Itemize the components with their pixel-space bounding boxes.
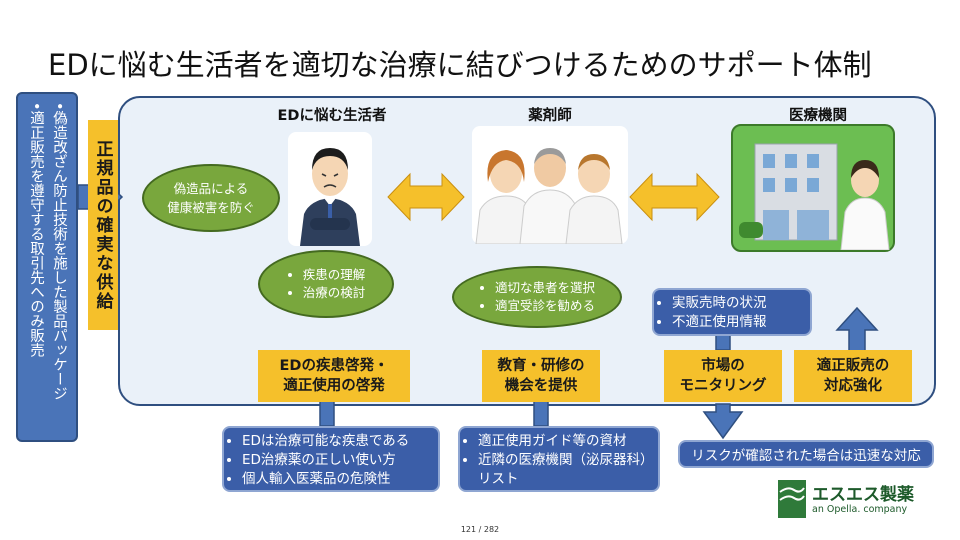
supply-measure-item: •​適正販売を遵守する取引先へのみ販売 bbox=[28, 102, 44, 358]
awareness-content-item: 個人輸入医薬品の危険性 bbox=[242, 470, 438, 489]
market-info-item: 不適正使用情報 bbox=[672, 313, 810, 332]
education-content-item: 適正使用ガイド等の資材 bbox=[478, 432, 658, 451]
awareness-content-box: EDは治療可能な疾患である ED治療薬の正しい使い方 個人輸入医薬品の危険性 bbox=[222, 426, 440, 492]
education-line: 機会を提供 bbox=[504, 378, 578, 394]
education-content-item: 近隣の医療機関（泌尿器科）リスト bbox=[478, 451, 658, 489]
counterfeit-line: 偽造品による bbox=[173, 181, 249, 196]
page-title: EDに悩む生活者を適切な治療に結びつけるためのサポート体制 bbox=[48, 48, 872, 82]
hospital-illustration bbox=[731, 124, 895, 252]
education-content-box: 適正使用ガイド等の資材 近隣の医療機関（泌尿器科）リスト bbox=[458, 426, 660, 492]
consumer-illustration bbox=[288, 132, 372, 246]
supply-measures-box: •​偽造改ざん防止技術を施した製品パッケージ •​適正販売を遵守する取引先へのみ… bbox=[16, 92, 78, 442]
logo-name: エスエス製薬 bbox=[812, 485, 914, 505]
market-info-box: 実販売時の状況 不適正使用情報 bbox=[652, 288, 812, 336]
oval-item: 適宜受診を勧める bbox=[495, 297, 595, 315]
hospital-icon bbox=[739, 143, 890, 251]
consumer-pharmacist-arrow bbox=[387, 172, 465, 222]
supply-measure-item: •​偽造改ざん防止技術を施した製品パッケージ bbox=[51, 102, 67, 401]
oval-item: 適切な患者を選択 bbox=[495, 279, 595, 297]
page-number: 121 / 282 bbox=[460, 525, 500, 534]
strengthen-line: 適正販売の bbox=[816, 358, 890, 374]
strengthen-up-arrow bbox=[835, 306, 879, 353]
pharmacist-medical-arrow bbox=[629, 172, 720, 222]
header-pharmacist: 薬剤師 bbox=[528, 108, 572, 124]
company-logo: エスエス製薬 an Opella. company bbox=[778, 480, 928, 520]
header-medical: 医療機関 bbox=[789, 108, 847, 124]
header-consumer: EDに悩む生活者 bbox=[277, 108, 387, 124]
education-activity-box: 教育・研修の機会を提供 bbox=[482, 350, 600, 402]
strengthen-activity-box: 適正販売の対応強化 bbox=[794, 350, 912, 402]
pharmacist-role-oval: 適切な患者を選択 適宜受診を勧める bbox=[452, 266, 622, 328]
monitoring-line: 市場の bbox=[701, 358, 745, 374]
risk-response-box: リスクが確認された場合は迅速な対応 bbox=[678, 440, 934, 468]
monitoring-activity-box: 市場のモニタリング bbox=[664, 350, 782, 402]
strengthen-line: 対応強化 bbox=[824, 378, 882, 394]
genuine-supply-label: 正規品の確実な供給 bbox=[88, 120, 118, 330]
supply-measure-text: 適正販売を遵守する取引先へのみ販売 bbox=[28, 110, 44, 358]
counterfeit-line: 健康被害を防ぐ bbox=[167, 200, 255, 215]
counterfeit-prevention-oval: 偽造品による 健康被害を防ぐ bbox=[142, 164, 280, 232]
market-info-item: 実販売時の状況 bbox=[672, 294, 810, 313]
troubled-man-icon bbox=[300, 148, 360, 246]
awareness-activity-box: EDの疾患啓発・適正使用の啓発 bbox=[258, 350, 410, 402]
supply-measure-text: 偽造改ざん防止技術を施した製品パッケージ bbox=[51, 110, 67, 401]
oval-item: 疾患の理解 bbox=[303, 266, 366, 284]
awareness-line: 適正使用の啓発 bbox=[283, 378, 385, 394]
awareness-content-item: ED治療薬の正しい使い方 bbox=[242, 451, 438, 470]
oval-item: 治療の検討 bbox=[303, 284, 366, 302]
logo-subtitle: an Opella. company bbox=[812, 504, 908, 515]
awareness-content-item: EDは治療可能な疾患である bbox=[242, 432, 438, 451]
pharmacists-illustration bbox=[472, 126, 628, 245]
monitoring-line: モニタリング bbox=[679, 378, 767, 394]
consumer-understanding-oval: 疾患の理解 治療の検討 bbox=[258, 250, 394, 318]
monitoring-down-arrow bbox=[702, 403, 744, 440]
pharmacists-icon bbox=[475, 148, 623, 245]
risk-response-text: リスクが確認された場合は迅速な対応 bbox=[691, 448, 921, 464]
awareness-line: EDの疾患啓発・ bbox=[279, 358, 389, 374]
education-line: 教育・研修の bbox=[497, 358, 585, 374]
ss-logo-mark-icon bbox=[778, 480, 806, 518]
